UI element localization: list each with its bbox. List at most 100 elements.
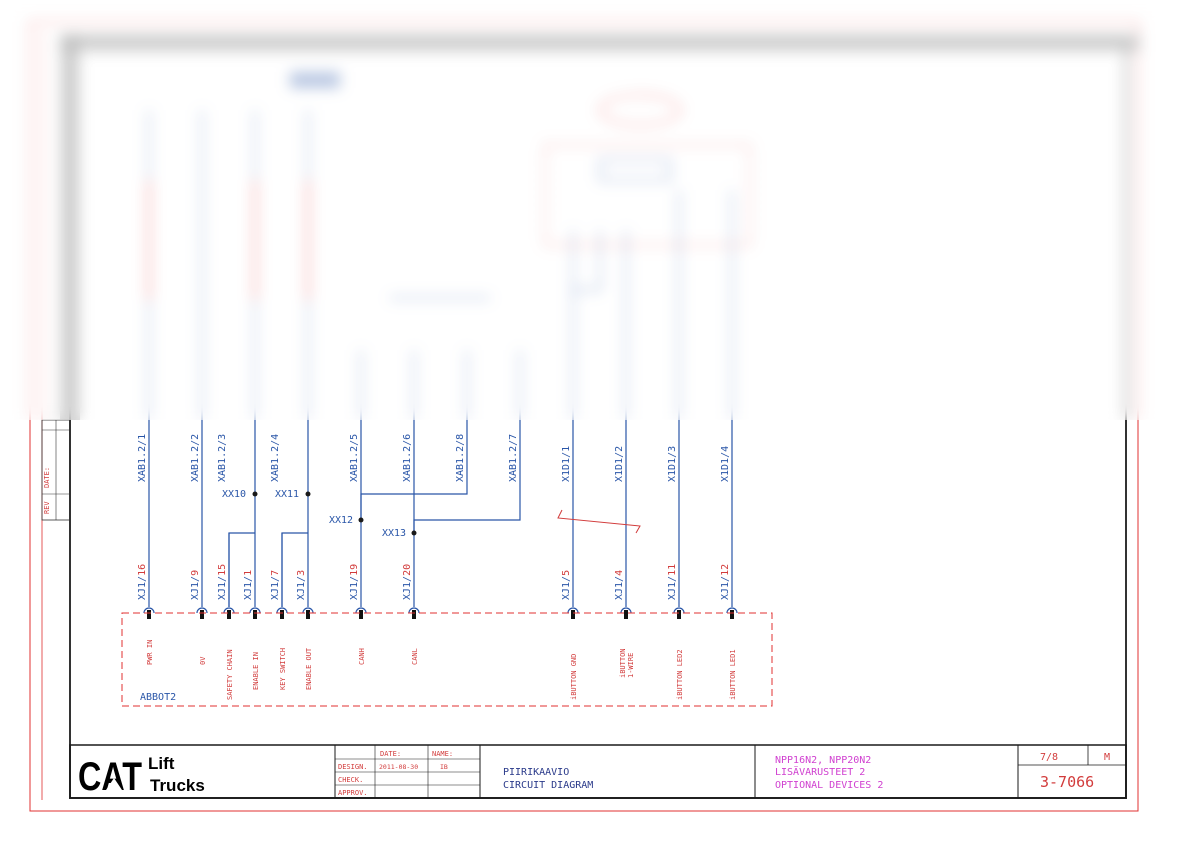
wire-bottom-label: XJ1/15 [217,564,228,600]
junctions: XX10 XX11 XX12 XX13 [222,489,417,539]
wire-bottom-label: XJ1/7 [270,570,281,600]
row-label-check: CHECK. [338,776,363,784]
connector-arc [673,607,685,614]
wire-top-label: X1D1/3 [667,446,678,482]
connector-arc [143,607,155,614]
connector-pin [280,610,284,619]
connector-arc [567,607,579,614]
route-xx12 [360,420,468,520]
wire-bottom-label: XJ1/3 [296,570,307,600]
component-box-abbot2 [121,612,773,707]
connector-pin [200,610,204,619]
connector-pin [306,610,310,619]
wire-bottom-label: XJ1/1 [243,570,254,600]
drawing-title-fi: PIIRIKAAVIO [503,767,569,778]
wire-top-label: X1D1/4 [720,446,731,482]
junction-label: XX12 [329,515,353,526]
connector-pin [571,610,575,619]
wire-top-label: X1D1/2 [614,446,625,482]
junction-label: XX11 [275,489,299,500]
pin-label: ENABLE IN [252,652,260,690]
row-label-approv: APPROV. [338,789,368,797]
drawing-title-en: CIRCUIT DIAGRAM [503,780,593,791]
connector-pin [253,610,257,619]
wire-top-label: XAB1.2/5 [349,434,360,482]
wire-bottom-label: XJ1/12 [720,564,731,600]
wire-top-label: XAB1.2/7 [508,434,519,482]
subtitle-en: OPTIONAL DEVICES 2 [775,780,883,791]
wire-top-label: XAB1.2/1 [137,434,148,482]
connector-arc [276,607,288,614]
pin-label: PWR IN [146,640,154,665]
pin-label: iBUTTON [619,648,627,678]
header-date: DATE: [380,750,401,758]
wire-bottom-label: XJ1/19 [349,564,360,600]
row-date-design: 2011-08-30 [379,763,418,771]
twisted-pair-marker [557,509,641,534]
wire-top-label: XAB1.2/3 [217,434,228,482]
outer-border [29,21,1139,812]
date-label: DATE: [43,467,51,488]
route-xx10 [228,532,255,607]
wire-top-label: XAB1.2/8 [455,434,466,482]
drawing-number: 3-7066 [1040,773,1094,791]
wire-top-label: XAB1.2/2 [190,434,201,482]
pin-label: iBUTTON LED2 [676,649,684,700]
pin-label: 1-WIRE [627,653,635,678]
pin-label: ENABLE OUT [305,647,313,690]
header-name: NAME: [432,750,453,758]
wire-top-label: XAB1.2/6 [402,434,413,482]
junction-label: XX10 [222,489,246,500]
connector-pin [147,610,151,619]
cat-lift-trucks-logo: CAT Lift Trucks [78,754,205,799]
model-names: NPP16N2, NPP20N2 [775,755,871,766]
route-xx13 [413,420,521,533]
wire-bottom-label: XJ1/5 [561,570,572,600]
junction-routing [228,420,521,607]
connector-arc [620,607,632,614]
pin-label: SAFETY CHAIN [226,649,234,700]
logo-line2: Trucks [150,776,205,795]
upper-schematic [148,72,751,420]
connector-pin [624,610,628,619]
pin-label: CANL [411,648,419,665]
row-name-design: IB [440,763,448,771]
wire-bottom-label: XJ1/9 [190,570,201,600]
row-label-design: DESIGN. [338,763,368,771]
connector-pin [730,610,734,619]
wire-bottom-label: XJ1/16 [137,564,148,600]
pin-label: KEY SWITCH [279,648,287,690]
component-name: ABBOT2 [140,692,176,703]
rev-label: REV [43,501,51,514]
pin-label: iBUTTON LED1 [729,649,737,700]
junction-dot-xx12 [358,517,364,523]
pin-label: iBUTTON GND [570,654,578,700]
wire-top-label: XAB1.2/4 [270,434,281,482]
logo-mark: CAT [78,755,142,799]
connector-pin [227,610,231,619]
revision-block: REV DATE: [41,419,71,521]
connector-pin [412,610,416,619]
connector-pin [677,610,681,619]
junction-dot-xx11 [305,491,311,497]
route-xx11 [281,532,308,607]
wire-top-label: X1D1/1 [561,446,572,482]
revision-letter: M [1104,752,1110,763]
connector-arc [726,607,738,614]
connector-arc [196,607,208,614]
wire-bottom-label: XJ1/4 [614,570,625,600]
pin-label: CANH [358,648,366,665]
logo-line1: Lift [148,754,175,773]
subtitle-fi: LISÄVARUSTEET 2 [775,765,865,778]
sheet-number: 7/8 [1040,752,1058,763]
junction-label: XX13 [382,528,406,539]
wire-bottom-label: XJ1/20 [402,564,413,600]
connector-arc [302,607,314,614]
upper-frame-shadow [60,34,1140,420]
connector-arc [249,607,261,614]
connector-pin [359,610,363,619]
connector-arc [408,607,420,614]
wire-bottom-label: XJ1/11 [667,564,678,600]
connector-arc [223,607,235,614]
